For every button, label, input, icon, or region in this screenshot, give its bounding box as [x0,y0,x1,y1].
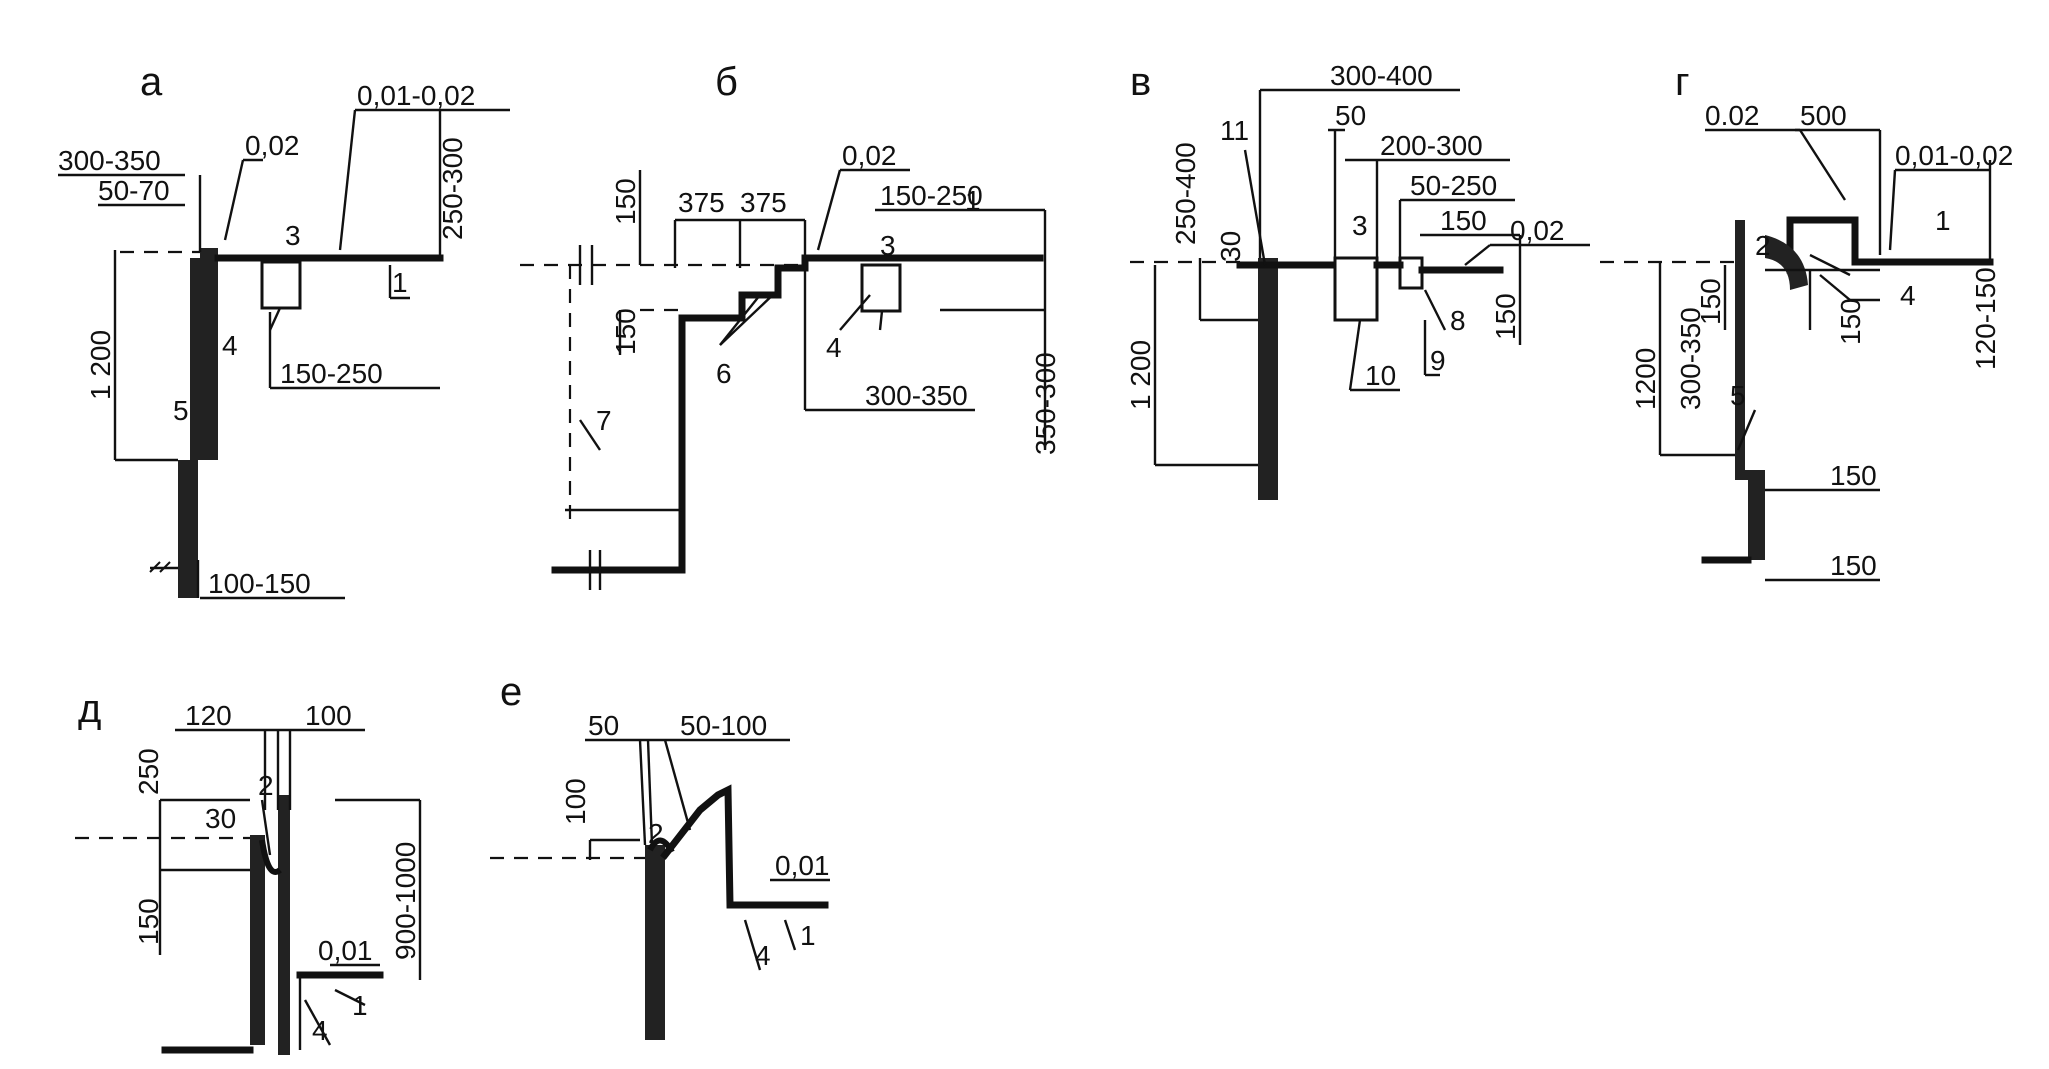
detail-d-label-2: 2 [258,770,274,801]
detail-d-dim-900-1000: 900-1000 [390,842,421,960]
detail-b-label-6: 6 [716,358,732,389]
detail-v-dim-250-400: 250-400 [1170,142,1201,245]
detail-b-label-7: 7 [596,405,612,436]
detail-b: б 150 375 [520,60,1061,590]
detail-v-label-11: 11 [1220,115,1249,146]
detail-g-label-5: 5 [1730,380,1746,411]
detail-g-slope-002: 0.02 [1705,100,1760,131]
detail-e-dim-50-100: 50-100 [680,710,767,741]
detail-d-label-4: 4 [312,1015,328,1046]
detail-v-dim-1200: 1 200 [1125,340,1156,410]
detail-g: г 0.02 500 0,01-0,02 150 300-3 [1600,60,2013,582]
detail-v-label-8: 8 [1450,305,1466,336]
detail-d-wall-left [250,835,265,1045]
detail-a-letter: а [140,60,163,104]
detail-b-letter: б [715,60,738,104]
detail-g-dim-300-350: 300-350 [1675,307,1706,410]
detail-e-label-1: 1 [800,920,816,951]
detail-v-slope-002: 0,02 [1510,215,1565,246]
detail-a-label-3: 3 [285,220,301,251]
detail-e-slope-001: 0,01 [775,850,830,881]
detail-d-dim-120: 120 [185,700,232,731]
detail-g-dim-1200: 1200 [1630,348,1661,410]
detail-g-label-2: 2 [1755,230,1771,261]
detail-e-letter: е [500,670,522,714]
detail-d-letter: д [78,687,101,731]
detail-e-label-2: 2 [648,818,664,849]
detail-a-label-1: 1 [392,267,408,298]
detail-e-dim-100: 100 [560,778,591,825]
detail-e-dim-50: 50 [588,710,619,741]
detail-v-dim-150-right: 150 [1490,293,1521,340]
detail-v-dim-30: 30 [1215,231,1246,262]
detail-e: е 50 50-100 100 0,01 2 4 1 [490,670,830,1040]
detail-g-dim-120-150: 120-150 [1970,267,2001,370]
detail-v-dim-150-top: 150 [1440,205,1487,236]
detail-b-dim-150-top: 150 [610,178,641,225]
detail-g-wall [1735,220,1765,560]
detail-g-label-4: 4 [1900,280,1916,311]
detail-v-dim-300-400: 300-400 [1330,60,1433,91]
detail-d: д 120 100 250 30 150 0,01 900-1000 2 4 1 [75,687,422,1055]
detail-b-dim-375-right: 375 [740,187,787,218]
detail-v-letter: в [1130,60,1151,104]
detail-v-label-3: 3 [1352,210,1368,241]
detail-v-label-9: 9 [1430,345,1446,376]
detail-a-label-5: 5 [173,395,189,426]
detail-g-slope-001-002: 0,01-0,02 [1895,140,2013,171]
detail-g-label-1: 1 [1935,205,1951,236]
detail-a-dim-300-350: 300-350 [58,145,161,176]
detail-g-dim-150-left: 150 [1695,278,1726,325]
detail-b-label-3: 3 [880,230,896,261]
detail-d-label-1: 1 [352,990,368,1021]
detail-a-dim-150-250: 150-250 [280,358,383,389]
detail-d-dim-30: 30 [205,803,236,834]
detail-v-label-10: 10 [1365,360,1396,391]
detail-v-dim-200-300: 200-300 [1380,130,1483,161]
detail-b-dim-150-250: 150-250 [880,180,983,211]
detail-v-wall [1258,258,1278,500]
detail-b-slope-002: 0,02 [842,140,897,171]
detail-e-wall [645,845,665,1040]
detail-b-dim-375-left: 375 [678,187,725,218]
detail-v-dim-50-250: 50-250 [1410,170,1497,201]
detail-d-dim-150: 150 [133,898,164,945]
detail-d-wall-mid [278,795,290,1055]
detail-v: в 300-400 50 200-3 [1125,60,1590,500]
detail-a-dim-1200: 1 200 [85,330,116,400]
detail-d-dim-100: 100 [305,700,352,731]
detail-b-label-4: 4 [826,332,842,363]
detail-b-label-1: 1 [965,185,981,216]
detail-v-dim-50: 50 [1335,100,1366,131]
detail-a-slope-002: 0,02 [245,130,300,161]
detail-a-dim-50-70: 50-70 [98,175,170,206]
detail-a-dim-250-300: 250-300 [437,137,468,240]
detail-b-dim-350-300: 350-300 [1030,352,1061,455]
detail-d-slope-001: 0,01 [318,935,373,966]
detail-d-dim-250: 250 [133,748,164,795]
detail-a-slope-001-002: 0,01-0,02 [357,80,475,111]
detail-g-dim-500: 500 [1800,100,1847,131]
detail-a: а 300-350 50-70 0,02 0,01-0,0 [58,60,510,600]
detail-a-wall [178,248,218,598]
detail-e-label-4: 4 [755,940,771,971]
detail-a-dim-100-150: 100-150 [208,568,311,599]
detail-g-letter: г [1675,60,1690,104]
detail-g-dim-150-mid: 150 [1835,298,1866,345]
detail-b-dim-150-mid: 150 [610,308,641,355]
detail-g-dim-150-lower: 150 [1830,460,1877,491]
detail-a-label-4: 4 [222,330,238,361]
detail-b-dim-300-350: 300-350 [865,380,968,411]
detail-g-dim-150-bottom: 150 [1830,550,1877,581]
